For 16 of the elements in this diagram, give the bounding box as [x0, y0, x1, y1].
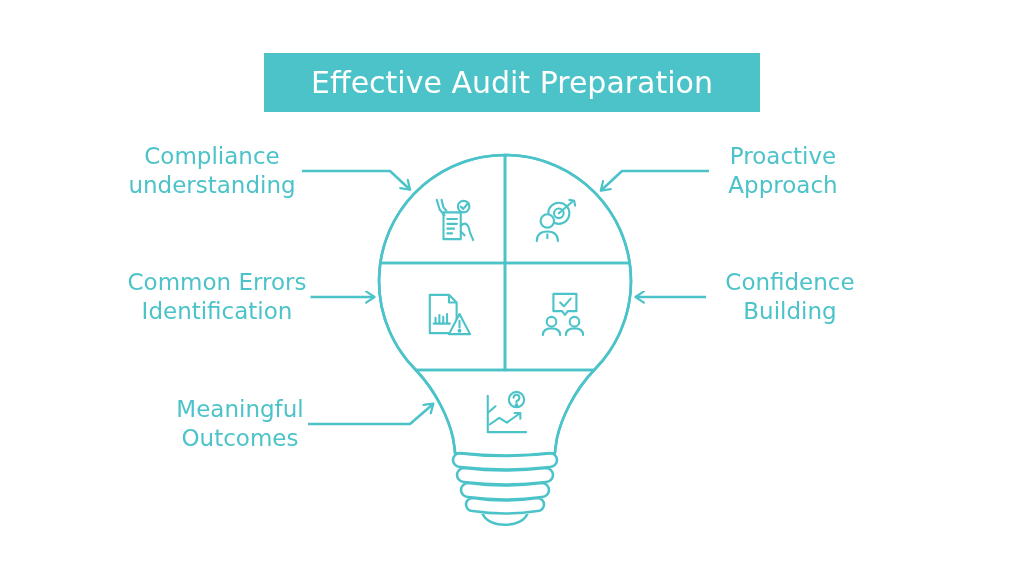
- callout-label: Confidence Building: [724, 268, 856, 326]
- bulb-segment: [503, 153, 632, 265]
- arrow: [634, 290, 706, 304]
- bulb-segment: [377, 261, 507, 372]
- title-banner: Effective Audit Preparation: [264, 53, 760, 112]
- callout-label: Meaningful Outcomes: [175, 395, 305, 453]
- arrow: [308, 402, 435, 426]
- bulb-segment: [413, 368, 597, 459]
- callout-label: Proactive Approach: [727, 142, 839, 200]
- bulb-segment: [378, 153, 507, 265]
- arrow: [599, 169, 709, 192]
- arrow: [310, 290, 376, 304]
- callout-label: Common Errors Identification: [126, 268, 308, 326]
- bulb-segment: [503, 261, 633, 372]
- arrow: [302, 169, 412, 191]
- callout-label: Compliance understanding: [127, 142, 297, 200]
